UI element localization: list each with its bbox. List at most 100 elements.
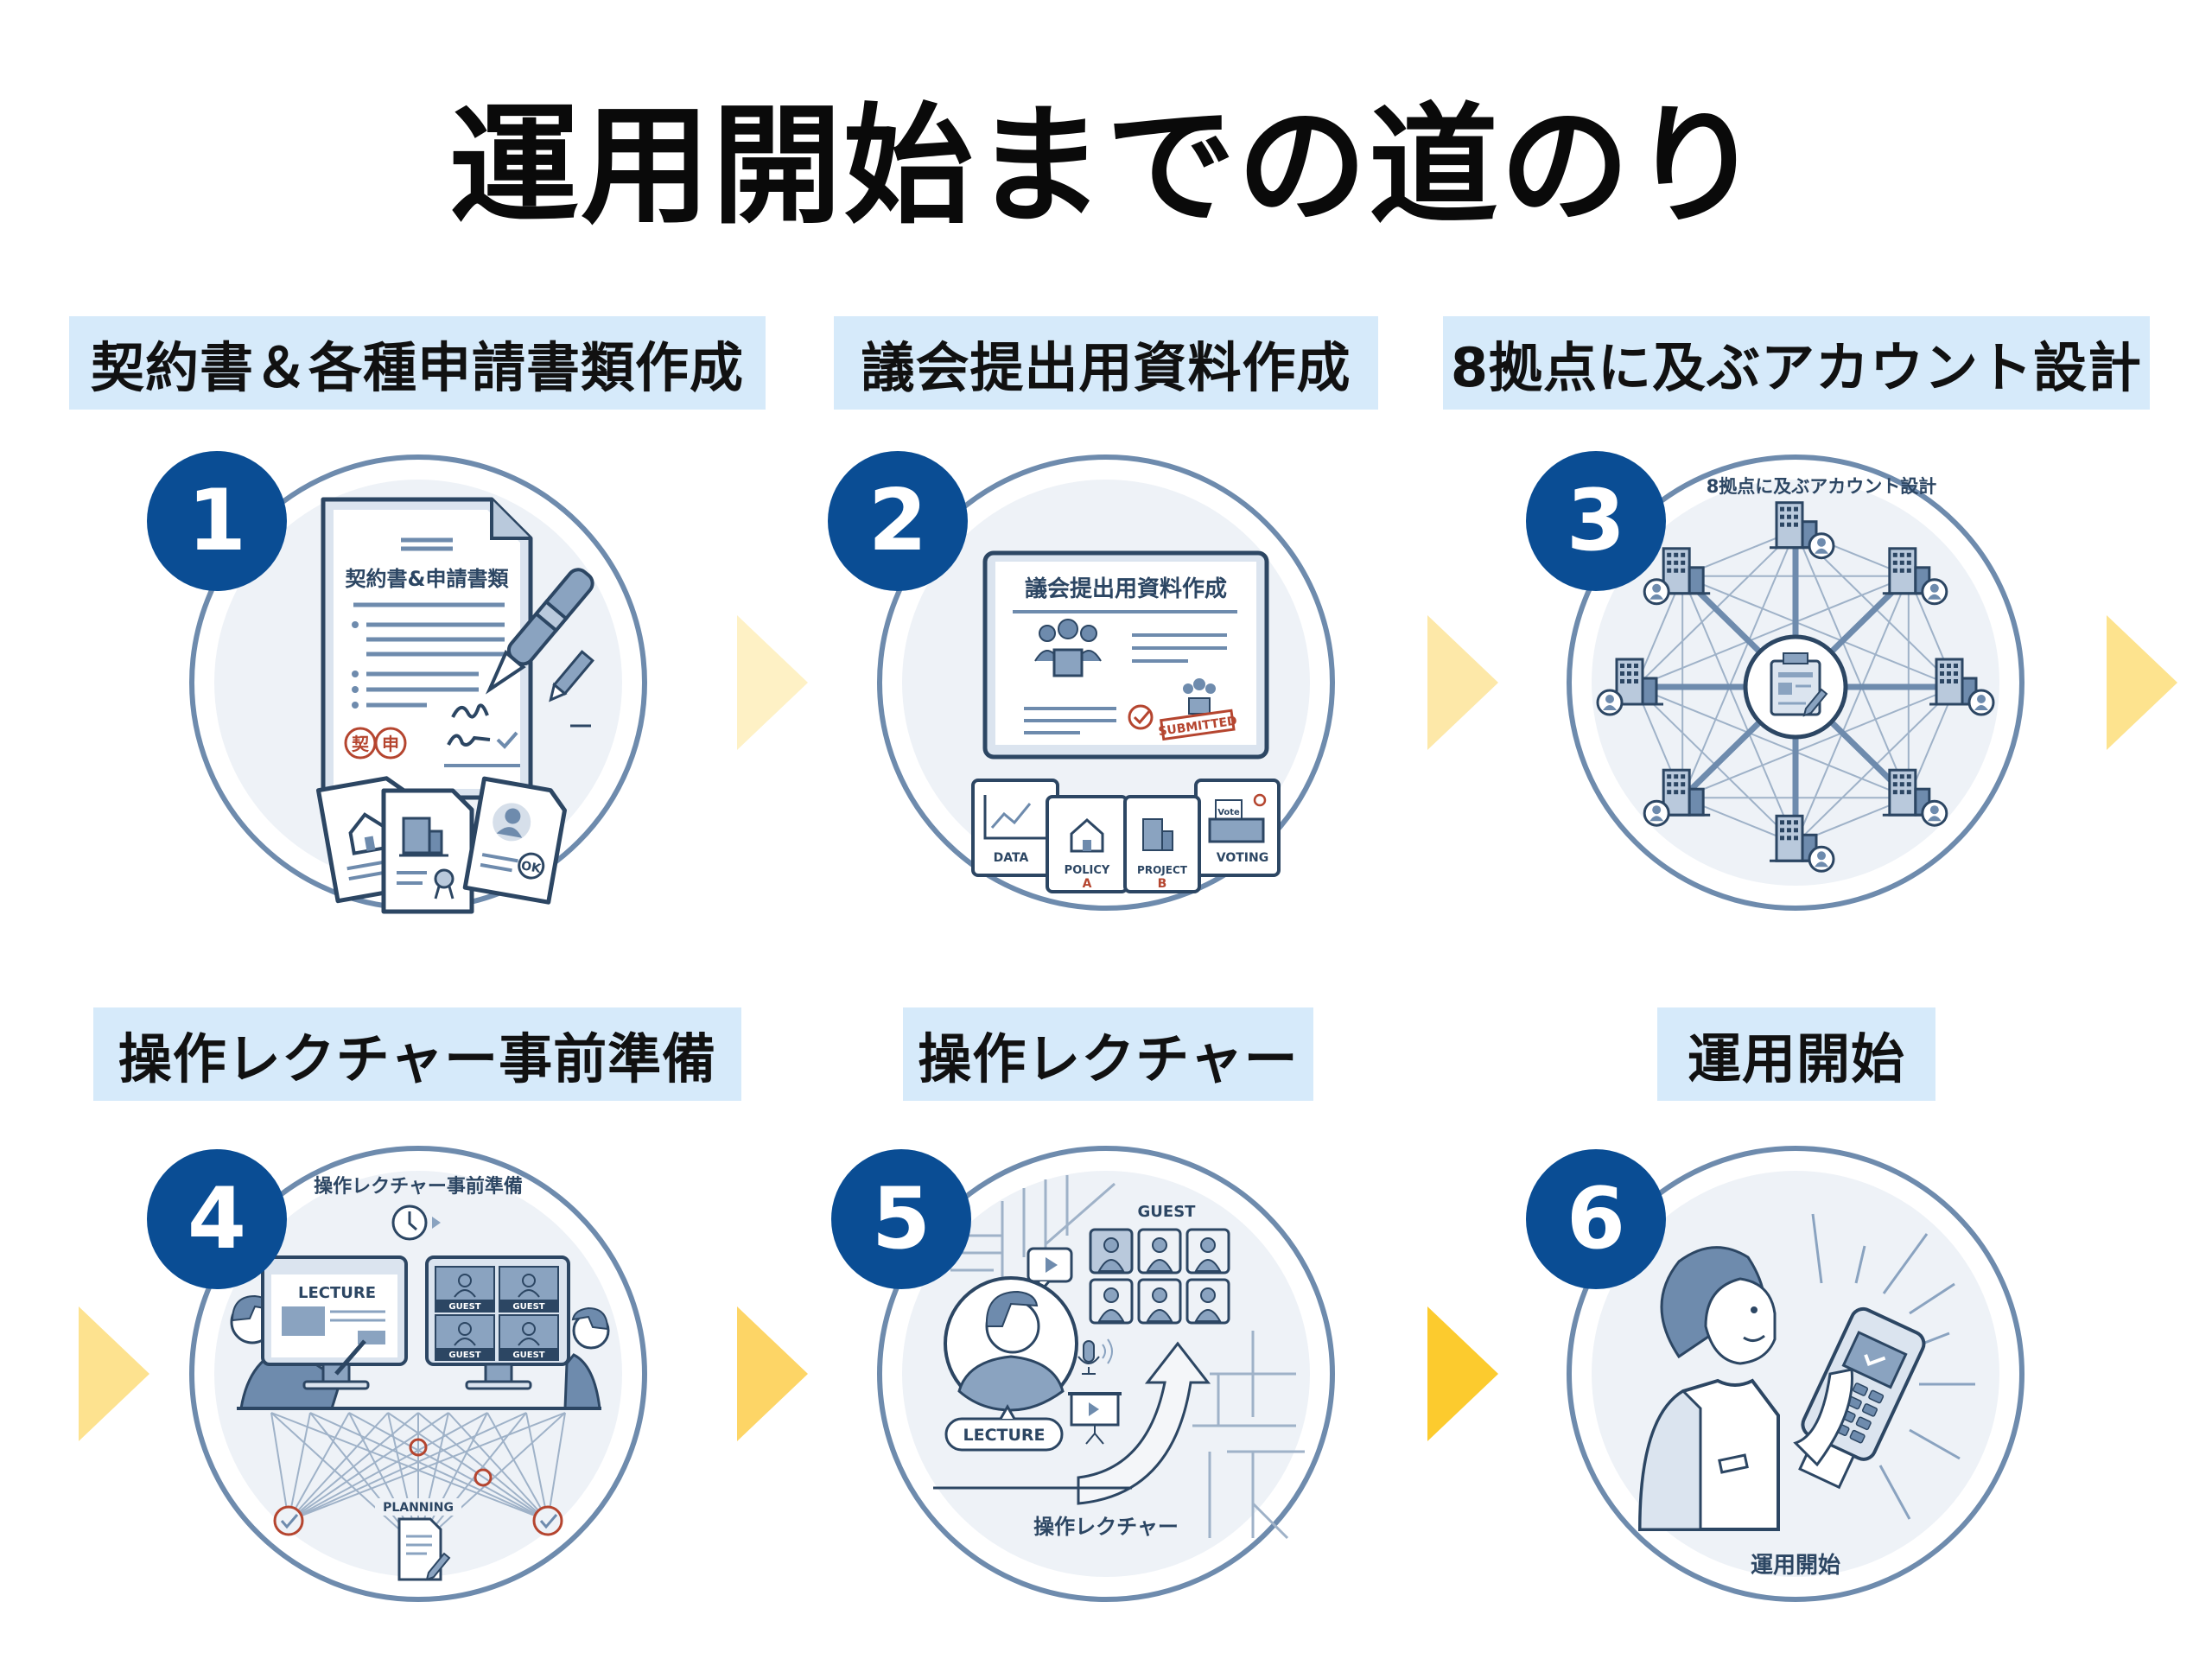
office-building-icon — [1770, 501, 1835, 560]
step-1-label: 契約書＆各種申請書類作成 — [69, 316, 766, 410]
council-podium-icon — [1034, 619, 1102, 677]
office-building-icon — [1643, 547, 1711, 606]
step-5-svg: LECTURE GUEST 操作レクチャー — [877, 1146, 1335, 1602]
guest-tile — [1137, 1278, 1182, 1325]
page-title: 運用開始までの道のり — [448, 92, 1763, 242]
step-3-badge: 3 — [1526, 451, 1666, 591]
assistant-person-icon — [563, 1306, 610, 1410]
project-card: PROJECT B — [1123, 795, 1201, 893]
user-icon — [1808, 845, 1835, 873]
network-link — [1795, 530, 1910, 798]
step-2-illustration: 議会提出用資料作成 SUBMITTED — [828, 423, 1365, 942]
board-title-text: 議会提出用資料作成 — [1025, 575, 1227, 602]
card-policy-sub: A — [1083, 877, 1092, 891]
planning-text: PLANNING — [383, 1501, 454, 1515]
guest-label: GUEST — [512, 1351, 544, 1360]
step-6-badge: 6 — [1526, 1149, 1666, 1289]
step-5-label: 操作レクチャー — [903, 1007, 1313, 1101]
guest-tile — [1185, 1228, 1230, 1274]
marker-circle — [409, 1438, 428, 1457]
network-link — [1795, 575, 1910, 844]
step-2-svg: 議会提出用資料作成 SUBMITTED — [877, 454, 1335, 911]
guest-tiles: GUEST GUEST GUEST GUEST — [435, 1266, 559, 1361]
check-circle-icon — [532, 1505, 563, 1536]
doc-title-text: 契約書&申請書類 — [346, 567, 510, 591]
policy-card: POLICY A — [1046, 795, 1128, 893]
fountain-pen-icon — [485, 568, 594, 695]
document-icon: 契約書&申請書類 — [321, 497, 533, 800]
user-icon — [1596, 689, 1624, 716]
planning-document-icon — [397, 1517, 451, 1581]
vote-text: Vote — [1217, 808, 1240, 817]
step-2-label: 議会提出用資料作成 — [834, 316, 1378, 410]
network-link — [1635, 686, 1910, 799]
network-link — [1681, 686, 1956, 799]
network-link — [1681, 530, 1796, 798]
voting-card: Vote VOTING — [1194, 779, 1281, 877]
office-building-icon — [1643, 768, 1711, 827]
office-building-icon — [1596, 658, 1663, 716]
network-link — [1681, 575, 1956, 688]
network-link — [1635, 575, 1910, 688]
keypad-key — [1853, 1382, 1869, 1396]
keypad-key — [1868, 1389, 1885, 1404]
planning-link — [288, 1412, 488, 1522]
data-card: DATA — [971, 779, 1059, 877]
arrow-1-to-2 — [737, 615, 808, 750]
step-1-badge: 1 — [147, 451, 287, 591]
office-building-icon — [1882, 547, 1948, 606]
presentation-board-icon: 議会提出用資料作成 SUBMITTED — [982, 550, 1269, 760]
planning-link — [288, 1412, 566, 1522]
marker-circle — [474, 1468, 493, 1487]
keypad-key — [1861, 1403, 1878, 1417]
step-6-illustration: 運用開始 6 — [1526, 1115, 2055, 1633]
seal-2-text: 申 — [382, 734, 399, 754]
start-caption: 運用開始 — [1751, 1553, 1840, 1579]
ring-burst-lines — [1811, 1213, 1975, 1520]
step-5-badge: 5 — [831, 1149, 971, 1289]
guest-label: GUEST — [448, 1302, 480, 1312]
card-policy-text: POLICY — [1065, 864, 1110, 877]
guest-label: GUEST — [448, 1351, 480, 1360]
card-project-sub: B — [1158, 877, 1167, 891]
user-icon — [1643, 799, 1670, 827]
user-icon — [1643, 578, 1670, 606]
hand-icon — [1793, 1368, 1853, 1467]
planning-link — [348, 1412, 549, 1522]
staff-person-icon — [1637, 1246, 1780, 1531]
guest-tile — [1185, 1278, 1230, 1325]
network-caption: 8拠点に及ぶアカウント設計 — [1707, 476, 1937, 497]
planning-link — [270, 1412, 289, 1522]
arrow-4-to-5 — [737, 1306, 808, 1441]
keypad-key — [1849, 1429, 1866, 1444]
planning-link — [288, 1412, 350, 1522]
planning-link — [547, 1412, 566, 1522]
planning-link — [387, 1412, 549, 1522]
arrow-into-4 — [79, 1306, 149, 1441]
user-icon — [1967, 689, 1995, 716]
arrow-3-to-4 — [2107, 615, 2177, 750]
planning-link — [486, 1412, 549, 1522]
guest-monitor: GUEST GUEST GUEST GUEST — [425, 1255, 570, 1390]
step-6-label: 運用開始 — [1657, 1007, 1936, 1101]
planning-link — [288, 1412, 311, 1522]
pencil-icon — [549, 650, 594, 702]
guest-tile — [1137, 1228, 1182, 1274]
planning-link — [525, 1412, 549, 1522]
planning-link — [288, 1412, 389, 1522]
pointer-pen-icon — [334, 1339, 366, 1376]
step-2-badge: 2 — [828, 451, 968, 591]
guest-grid — [1089, 1228, 1230, 1325]
seal-1-text: 契 — [351, 734, 370, 754]
planning-link — [270, 1412, 549, 1522]
lecture-bubble: LECTURE — [944, 1403, 1064, 1452]
guest-tile — [1089, 1278, 1134, 1325]
lecture-screen-text: LECTURE — [298, 1284, 376, 1302]
background-lines — [950, 1175, 1305, 1540]
ok-text: OK — [520, 859, 543, 876]
location-nodes — [1596, 501, 1995, 873]
user-icon — [1921, 799, 1948, 827]
guest-label: GUEST — [512, 1302, 544, 1312]
step-3-illustration: 8拠点に及ぶアカウント設計 3 — [1526, 423, 2055, 942]
